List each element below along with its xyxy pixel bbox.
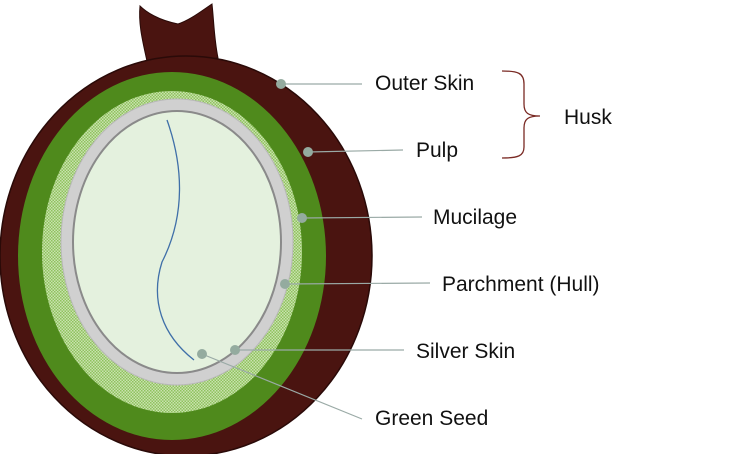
label-mucilage: Mucilage: [433, 206, 517, 229]
leader-line-pulp: [307, 149, 404, 153]
label-outer-skin: Outer Skin: [375, 72, 474, 95]
label-green-seed: Green Seed: [375, 407, 488, 430]
marker-dot-parchment: [280, 279, 290, 289]
green-seed: [72, 110, 282, 374]
leader-line-green-seed: [201, 353, 363, 420]
label-husk: Husk: [564, 106, 612, 129]
marker-dots: [197, 79, 313, 359]
marker-dot-outer-skin: [276, 79, 286, 89]
marker-dot-mucilage: [297, 213, 307, 223]
seed-crease: [156, 119, 195, 361]
stem: [139, 3, 219, 67]
marker-dot-silver-skin: [230, 345, 240, 355]
label-parchment: Parchment (Hull): [442, 273, 600, 296]
marker-dot-pulp: [303, 147, 313, 157]
marker-dot-green-seed: [197, 349, 207, 359]
leader-line-parchment: [284, 282, 431, 285]
leader-lines: [201, 83, 431, 420]
label-pulp: Pulp: [416, 139, 458, 162]
leader-line-mucilage: [301, 216, 423, 219]
label-silver-skin: Silver Skin: [416, 340, 515, 363]
husk-brace: [501, 70, 541, 159]
